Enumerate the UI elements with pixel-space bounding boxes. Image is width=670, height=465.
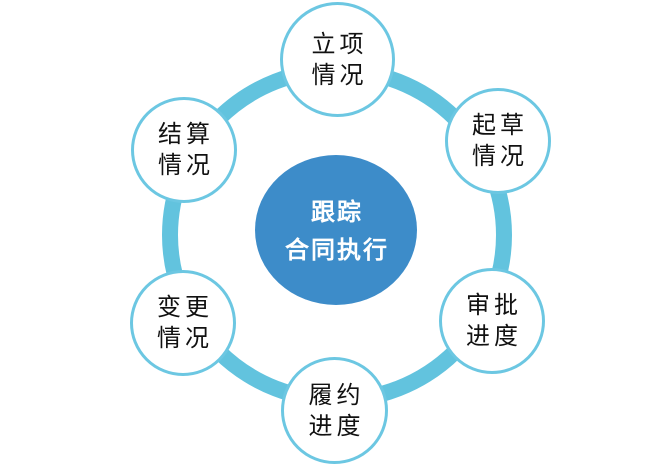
node-performance-progress-line2: 进度 (308, 411, 365, 440)
node-approval-progress-line2: 进度 (466, 322, 522, 350)
center-node-line1: 跟踪 (311, 196, 363, 226)
node-settlement-status-line1: 结算 (158, 120, 214, 148)
node-project-initiation-line1: 立项 (311, 29, 368, 58)
node-change-status-line2: 情况 (157, 324, 213, 352)
node-performance-progress-line1: 履约 (308, 380, 365, 409)
center-node-line2: 合同执行 (285, 234, 389, 264)
center-node-track-contract-execution: 跟踪 合同执行 (255, 155, 417, 305)
node-approval-progress: 审批 进度 (439, 268, 545, 374)
node-change-status: 变更 情况 (130, 270, 236, 376)
node-drafting-line2: 情况 (472, 142, 528, 170)
node-project-initiation-line2: 情况 (311, 60, 368, 89)
node-performance-progress: 履约 进度 (281, 357, 388, 464)
node-drafting: 起草 情况 (445, 88, 551, 194)
node-settlement-status-line2: 情况 (158, 151, 214, 179)
node-change-status-line1: 变更 (157, 293, 213, 321)
node-settlement-status: 结算 情况 (131, 97, 237, 203)
node-drafting-line1: 起草 (472, 111, 528, 139)
node-project-initiation: 立项 情况 (280, 2, 395, 117)
node-approval-progress-line1: 审批 (466, 291, 522, 319)
